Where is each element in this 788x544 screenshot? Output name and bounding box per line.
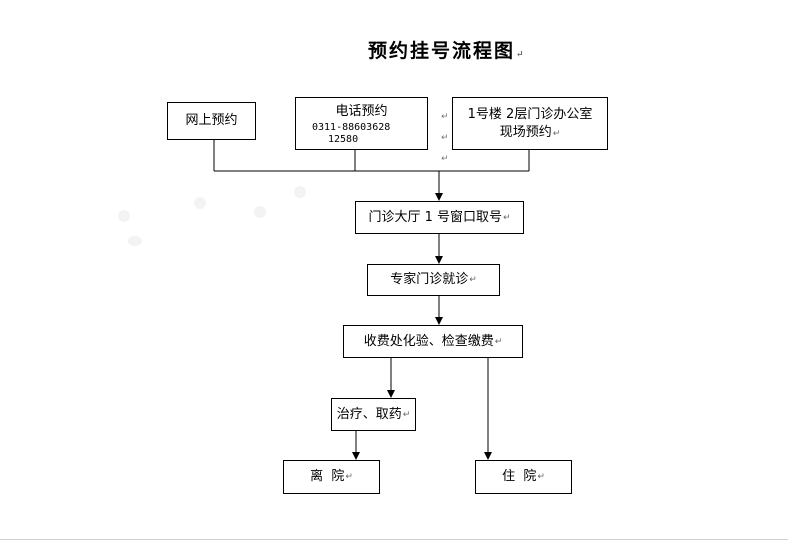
node-onsite-booking-line1: 1号楼 2层门诊办公室 [467, 107, 593, 122]
node-treatment: 治疗、取药↵ [331, 398, 416, 431]
return-mark: ↵ [402, 409, 411, 420]
node-onsite-booking-line2: 现场预约 [499, 125, 552, 140]
node-payment-label: 收费处化验、检查缴费 [363, 333, 494, 349]
return-mark: ↵ [516, 50, 526, 60]
node-phone-booking-label: 电话预约 [335, 104, 388, 119]
ghost-mark [294, 186, 306, 198]
page-bottom-border [0, 539, 788, 540]
return-mark: ↵ [537, 472, 545, 482]
title-text: 预约挂号流程图 [368, 40, 516, 62]
node-admission-label: 住 院 [502, 469, 537, 484]
node-online-booking-label: 网上预约 [185, 113, 238, 128]
return-mark: ↵ [494, 336, 503, 347]
phone-number-2: 12580 [328, 134, 359, 145]
node-treatment-label: 治疗、取药 [336, 406, 402, 422]
node-online-booking: 网上预约 [167, 102, 256, 140]
return-mark: ↵ [503, 212, 511, 223]
ghost-mark [254, 206, 266, 218]
node-phone-booking: 电话预约 0311-88603628 12580 [295, 97, 428, 150]
return-mark: ↵ [552, 129, 561, 139]
return-mark: ↵ [441, 112, 449, 122]
node-discharge: 离 院↵ [283, 460, 380, 494]
node-discharge-label: 离 院 [310, 469, 345, 484]
node-expert-clinic: 专家门诊就诊↵ [367, 264, 500, 296]
return-mark: ↵ [441, 133, 449, 143]
node-admission: 住 院↵ [475, 460, 572, 494]
return-mark: ↵ [469, 275, 477, 285]
ghost-mark [194, 197, 206, 209]
node-lobby-ticket: 门诊大厅 1 号窗口取号↵ [355, 201, 524, 234]
page-title: 预约挂号流程图↵ [368, 36, 526, 63]
node-onsite-booking: 1号楼 2层门诊办公室 现场预约↵ [452, 97, 608, 150]
return-mark: ↵ [345, 472, 353, 482]
return-mark: ↵ [441, 154, 449, 164]
node-expert-clinic-label: 专家门诊就诊 [390, 272, 469, 287]
phone-number-1: 0311-88603628 [312, 122, 391, 133]
ghost-mark [118, 210, 130, 222]
node-lobby-ticket-label: 门诊大厅 1 号窗口取号 [368, 209, 502, 225]
ghost-mark [128, 236, 142, 246]
node-payment: 收费处化验、检查缴费↵ [343, 325, 523, 358]
